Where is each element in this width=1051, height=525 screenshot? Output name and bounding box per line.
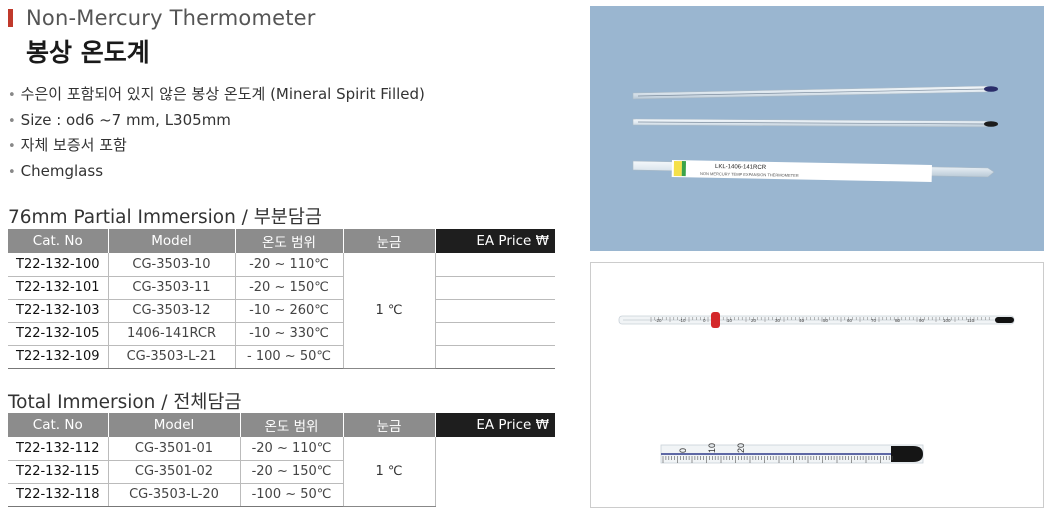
header-graduation: 눈금: [343, 229, 436, 253]
temp-range-cell: -100 ~ 50℃: [240, 483, 344, 507]
scale-label: 60: [847, 318, 853, 323]
price-cell: [435, 276, 555, 300]
temp-range-cell: - 100 ~ 50℃: [235, 345, 344, 369]
thermometer-1: [632, 85, 999, 100]
table-row: T22-132-100 CG-3503-10 -20 ~ 110℃ 1 ℃: [8, 253, 555, 369]
header-graduation: 눈금: [343, 413, 436, 437]
model-cell: CG-3503-L-21: [108, 345, 236, 369]
price-cell: [435, 437, 555, 506]
cat-no-cell: T22-132-105: [8, 322, 109, 346]
model-cell: CG-3503-11: [108, 276, 236, 300]
header-temp-range: 온도 범위: [240, 413, 344, 437]
price-cell: [435, 345, 555, 369]
table-row: T22-132-118 CG-3503-L-20 -100 ~ 50℃: [8, 483, 555, 507]
thermometer-zoom: 0 10 20: [660, 443, 924, 464]
graduation-cell: 1 ℃: [343, 253, 436, 369]
thermometer-3: LKL-1406-141RCR NON MERCURY TEMP EXPANSI…: [632, 160, 995, 182]
scale-label: 80: [895, 318, 901, 323]
temp-range-cell: -10 ~ 260℃: [235, 299, 344, 323]
scale-label: -10: [679, 318, 686, 323]
cat-no-cell: T22-132-112: [8, 437, 109, 461]
page-title-english: Non-Mercury Thermometer: [26, 6, 316, 30]
partial-immersion-title: 76mm Partial Immersion / 부분담금: [8, 207, 322, 228]
price-cell: [435, 253, 555, 277]
header-model: Model: [108, 229, 236, 253]
header-price: EA Price ₩: [435, 413, 555, 437]
partial-immersion-table: Cat. No Model 온도 범위 눈금 EA Price ₩ T22-13…: [8, 229, 555, 369]
label-line-2: NON MERCURY TEMP EXPANSION THERMOMETER: [700, 171, 799, 178]
temp-range-cell: -20 ~ 150℃: [235, 276, 344, 300]
page-title-korean: 봉상 온도계: [26, 38, 150, 67]
zoom-label: 20: [736, 443, 746, 453]
temp-range-cell: -20 ~ 110℃: [240, 437, 344, 461]
total-immersion-table: Cat. No Model 온도 범위 눈금 EA Price ₩ T22-13…: [8, 413, 555, 507]
zoom-scale-ticks: [662, 456, 893, 463]
table-row: T22-132-109 CG-3503-L-21 - 100 ~ 50℃: [8, 345, 555, 369]
feature-list: 수은이 포함되어 있지 않은 봉상 온도계 (Mineral Spirit Fi…: [8, 84, 425, 186]
header-cat-no: Cat. No: [8, 413, 109, 437]
temp-range-cell: -10 ~ 330℃: [235, 322, 344, 346]
price-cell: [435, 322, 555, 346]
label-line-1: LKL-1406-141RCR: [715, 164, 767, 171]
scale-label: 70: [871, 318, 877, 323]
table-header-row: Cat. No Model 온도 범위 눈금 EA Price ₩: [8, 229, 555, 253]
cat-no-cell: T22-132-118: [8, 483, 109, 507]
thermometer-full: -20 -10 0 10 20 30 40 50 60 70 80 90 100 110: [618, 312, 1015, 328]
scale-label: 20: [751, 318, 757, 323]
total-immersion-title: Total Immersion / 전체담금: [8, 392, 242, 413]
header-temp-range: 온도 범위: [235, 229, 344, 253]
header-model: Model: [108, 413, 241, 437]
scale-label: 30: [775, 318, 781, 323]
header-cat-no: Cat. No: [8, 229, 109, 253]
model-cell: CG-3503-12: [108, 299, 236, 323]
header-price: EA Price ₩: [435, 229, 555, 253]
scale-label: -20: [655, 318, 662, 323]
scale-label: 90: [919, 318, 925, 323]
table-row: T22-132-105 1406-141RCR -10 ~ 330℃: [8, 322, 555, 346]
immersion-ring: [711, 312, 720, 328]
scale-label: 100: [943, 318, 951, 323]
title-accent-bar: [8, 9, 13, 27]
model-cell: CG-3501-02: [108, 460, 241, 484]
model-cell: CG-3503-10: [108, 253, 236, 277]
thermometers-illustration: LKL-1406-141RCR NON MERCURY TEMP EXPANSI…: [632, 85, 999, 182]
graduation-cell: 1 ℃: [343, 437, 436, 507]
feature-item: 수은이 포함되어 있지 않은 봉상 온도계 (Mineral Spirit Fi…: [8, 84, 425, 110]
cat-no-cell: T22-132-100: [8, 253, 109, 277]
cat-no-cell: T22-132-101: [8, 276, 109, 300]
cat-no-cell: T22-132-103: [8, 299, 109, 323]
thermometers-photo: LKL-1406-141RCR NON MERCURY TEMP EXPANSI…: [590, 6, 1044, 251]
model-cell: 1406-141RCR: [108, 322, 236, 346]
temp-range-cell: -20 ~ 110℃: [235, 253, 344, 277]
model-cell: CG-3503-L-20: [108, 483, 241, 507]
feature-item: 자체 보증서 포함: [8, 135, 425, 161]
cat-no-cell: T22-132-115: [8, 460, 109, 484]
table-header-row: Cat. No Model 온도 범위 눈금 EA Price ₩: [8, 413, 555, 437]
zoom-label: 10: [707, 443, 717, 453]
table-row: T22-132-103 CG-3503-12 -10 ~ 260℃: [8, 299, 555, 323]
label-sleeve: [671, 160, 932, 182]
scale-label: 10: [727, 318, 733, 323]
price-cell: [435, 299, 555, 323]
scale-label: 40: [799, 318, 805, 323]
table-row: T22-132-101 CG-3503-11 -20 ~ 150℃: [8, 276, 555, 300]
scale-label: 50: [823, 318, 829, 323]
scale-label: 110: [967, 318, 975, 323]
model-cell: CG-3501-01: [108, 437, 241, 461]
feature-item: Chemglass: [8, 161, 425, 187]
feature-item: Size : od6 ~7 mm, L305mm: [8, 110, 425, 136]
zoom-label: 0: [678, 448, 688, 453]
scale-label: 0: [703, 318, 706, 323]
table-row: T22-132-112 CG-3501-01 -20 ~ 110℃ 1 ℃: [8, 437, 555, 507]
table-row: T22-132-115 CG-3501-02 -20 ~ 150℃: [8, 460, 555, 484]
cat-no-cell: T22-132-109: [8, 345, 109, 369]
scale-ticks: -20 -10 0 10 20 30 40 50 60 70 80 90 100 110: [650, 317, 990, 323]
temp-range-cell: -20 ~ 150℃: [240, 460, 344, 484]
thermometer-2: [632, 118, 999, 128]
